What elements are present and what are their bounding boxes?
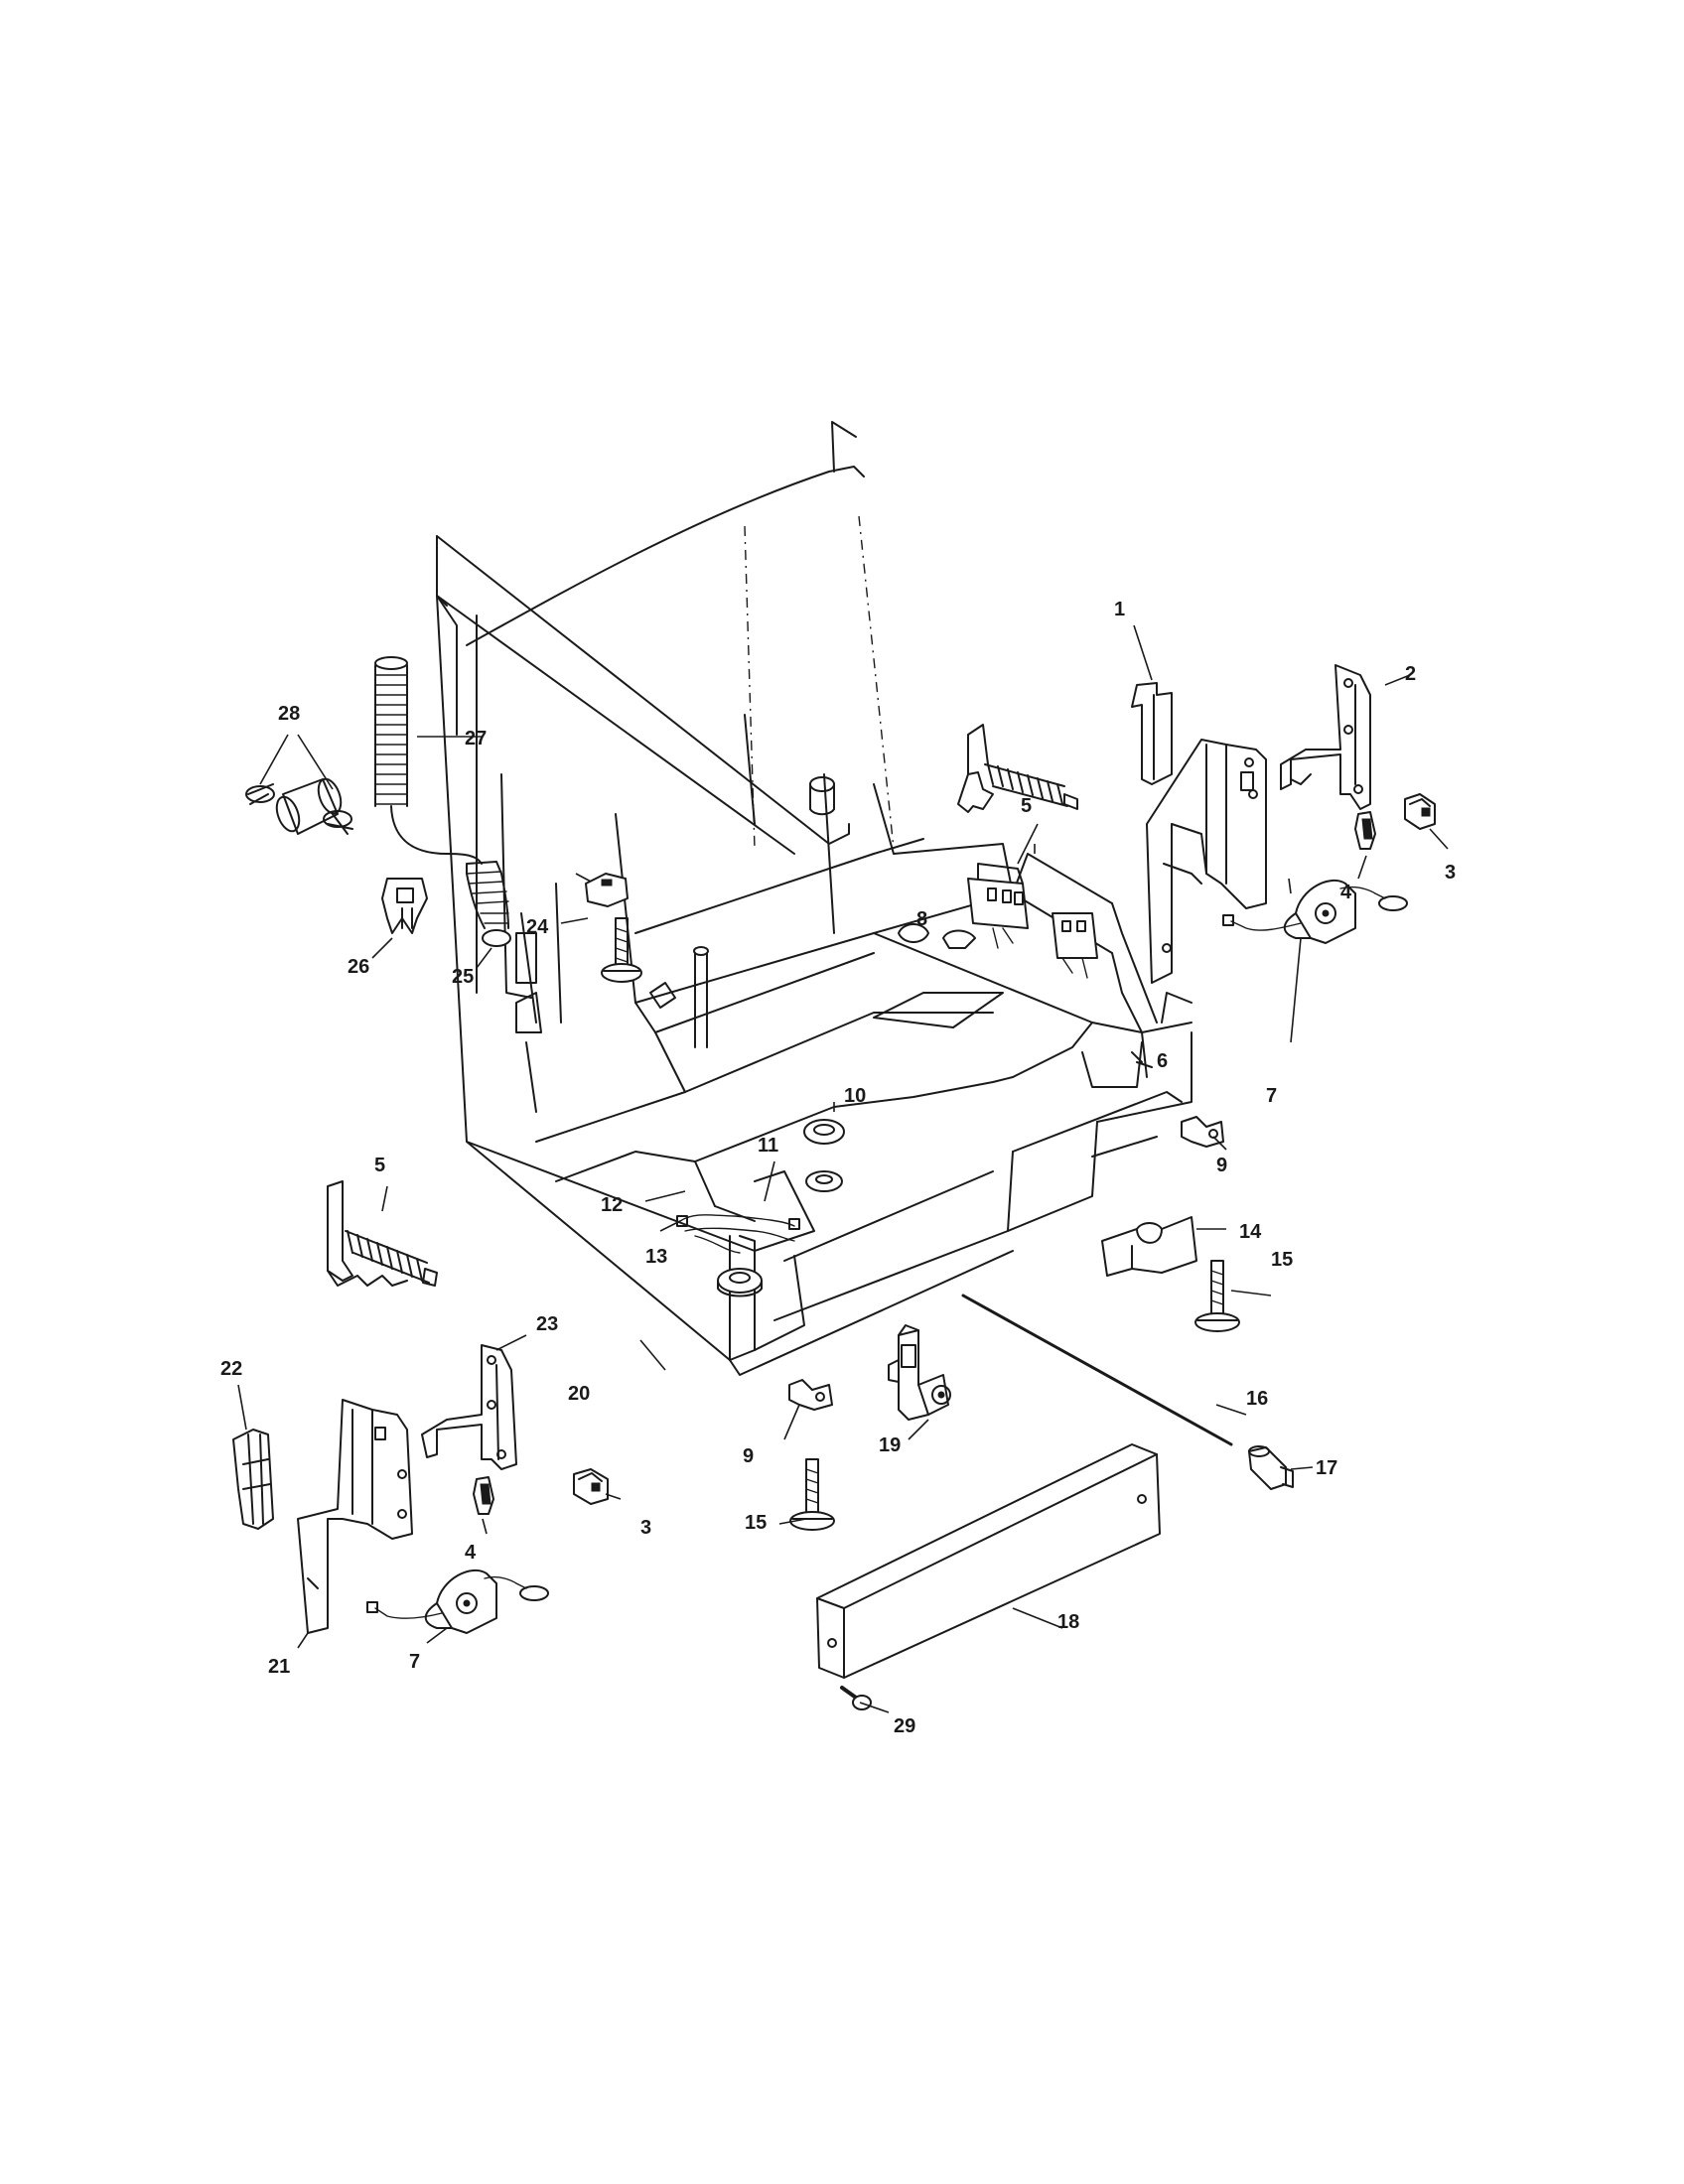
label-4-left: 4 — [465, 1542, 477, 1564]
label-27: 27 — [465, 728, 487, 750]
label-21: 21 — [268, 1656, 290, 1678]
part-4-switch-left — [473, 1476, 494, 1515]
label-3-left: 3 — [640, 1517, 651, 1539]
label-24: 24 — [526, 916, 549, 938]
label-23: 23 — [536, 1313, 558, 1335]
base-frame — [436, 421, 1193, 1376]
label-7-right: 7 — [1266, 1085, 1277, 1107]
leader-lines — [237, 624, 1449, 1713]
part-8-connector — [967, 863, 1098, 979]
part-29-screw — [840, 1686, 872, 1710]
label-1: 1 — [1114, 599, 1125, 620]
part-1-bracket — [1131, 682, 1173, 785]
part-labels: 1 2 3 4 5 6 7 8 9 10 11 12 13 14 15 15 1… — [220, 599, 1456, 1737]
part-7-sensor-right — [1222, 879, 1408, 944]
part-27-hose — [374, 656, 483, 865]
part-14-cover — [1101, 1216, 1197, 1277]
label-13: 13 — [645, 1246, 667, 1268]
label-25: 25 — [452, 966, 474, 988]
label-17: 17 — [1316, 1457, 1337, 1479]
part-28-coupling — [245, 777, 353, 835]
part-24-bracket-screw — [585, 873, 642, 983]
label-15-left: 15 — [745, 1512, 767, 1534]
label-22: 22 — [220, 1358, 242, 1380]
label-20: 20 — [568, 1383, 590, 1405]
part-4-switch-right — [1354, 811, 1376, 850]
label-2: 2 — [1405, 663, 1416, 685]
part-5-spring-upper — [957, 724, 1078, 813]
label-28: 28 — [278, 703, 300, 725]
label-12: 12 — [601, 1194, 623, 1216]
part-11-wire-harness — [676, 1214, 800, 1254]
part-2-bracket — [1280, 664, 1371, 810]
label-6: 6 — [1157, 1050, 1168, 1072]
part-25-hose-end — [466, 861, 511, 947]
label-29: 29 — [894, 1715, 915, 1737]
label-8: 8 — [916, 908, 927, 930]
label-14: 14 — [1239, 1221, 1262, 1243]
part-15-leveling-leg-right — [1194, 1260, 1240, 1332]
part-6-bracket — [1146, 739, 1267, 984]
label-19: 19 — [879, 1434, 901, 1456]
part-15-leveling-leg-left — [789, 1458, 835, 1531]
part-9-clip-left — [788, 1379, 833, 1411]
label-26: 26 — [348, 956, 369, 978]
label-15-right: 15 — [1271, 1249, 1293, 1271]
label-18: 18 — [1057, 1611, 1079, 1633]
part-22-bracket — [232, 1429, 274, 1530]
part-7-sensor-left — [366, 1569, 549, 1634]
part-5-spring-lower — [327, 1180, 438, 1287]
part-3-clip-left — [573, 1468, 609, 1505]
part-21-bracket — [297, 1399, 413, 1634]
part-10-grommet — [803, 1119, 845, 1192]
dashed-guides — [744, 515, 895, 850]
label-5-lower: 5 — [374, 1155, 385, 1176]
label-3-right: 3 — [1445, 862, 1456, 884]
part-17-roller — [1248, 1445, 1294, 1490]
label-9-left: 9 — [743, 1445, 754, 1467]
label-7-left: 7 — [409, 1651, 420, 1673]
part-9-clip-right — [1181, 1116, 1224, 1148]
part-16-rod — [961, 1294, 1233, 1446]
hose-ribs — [374, 664, 408, 807]
label-9-right: 9 — [1216, 1155, 1227, 1176]
part-26-clip — [381, 878, 428, 934]
part-3-clip-right — [1404, 793, 1436, 830]
label-5-upper: 5 — [1021, 795, 1032, 817]
spring-coils-lower — [345, 1230, 430, 1284]
label-11: 11 — [758, 1135, 778, 1157]
label-16: 16 — [1246, 1388, 1268, 1410]
part-19-valve — [888, 1324, 951, 1421]
spring-coils-upper — [984, 763, 1068, 807]
part-23-bracket — [421, 1344, 517, 1470]
label-4-right: 4 — [1340, 882, 1352, 903]
label-10: 10 — [844, 1085, 866, 1107]
part-18-kick-plate — [816, 1443, 1161, 1679]
part-13-grommet — [717, 1268, 763, 1297]
